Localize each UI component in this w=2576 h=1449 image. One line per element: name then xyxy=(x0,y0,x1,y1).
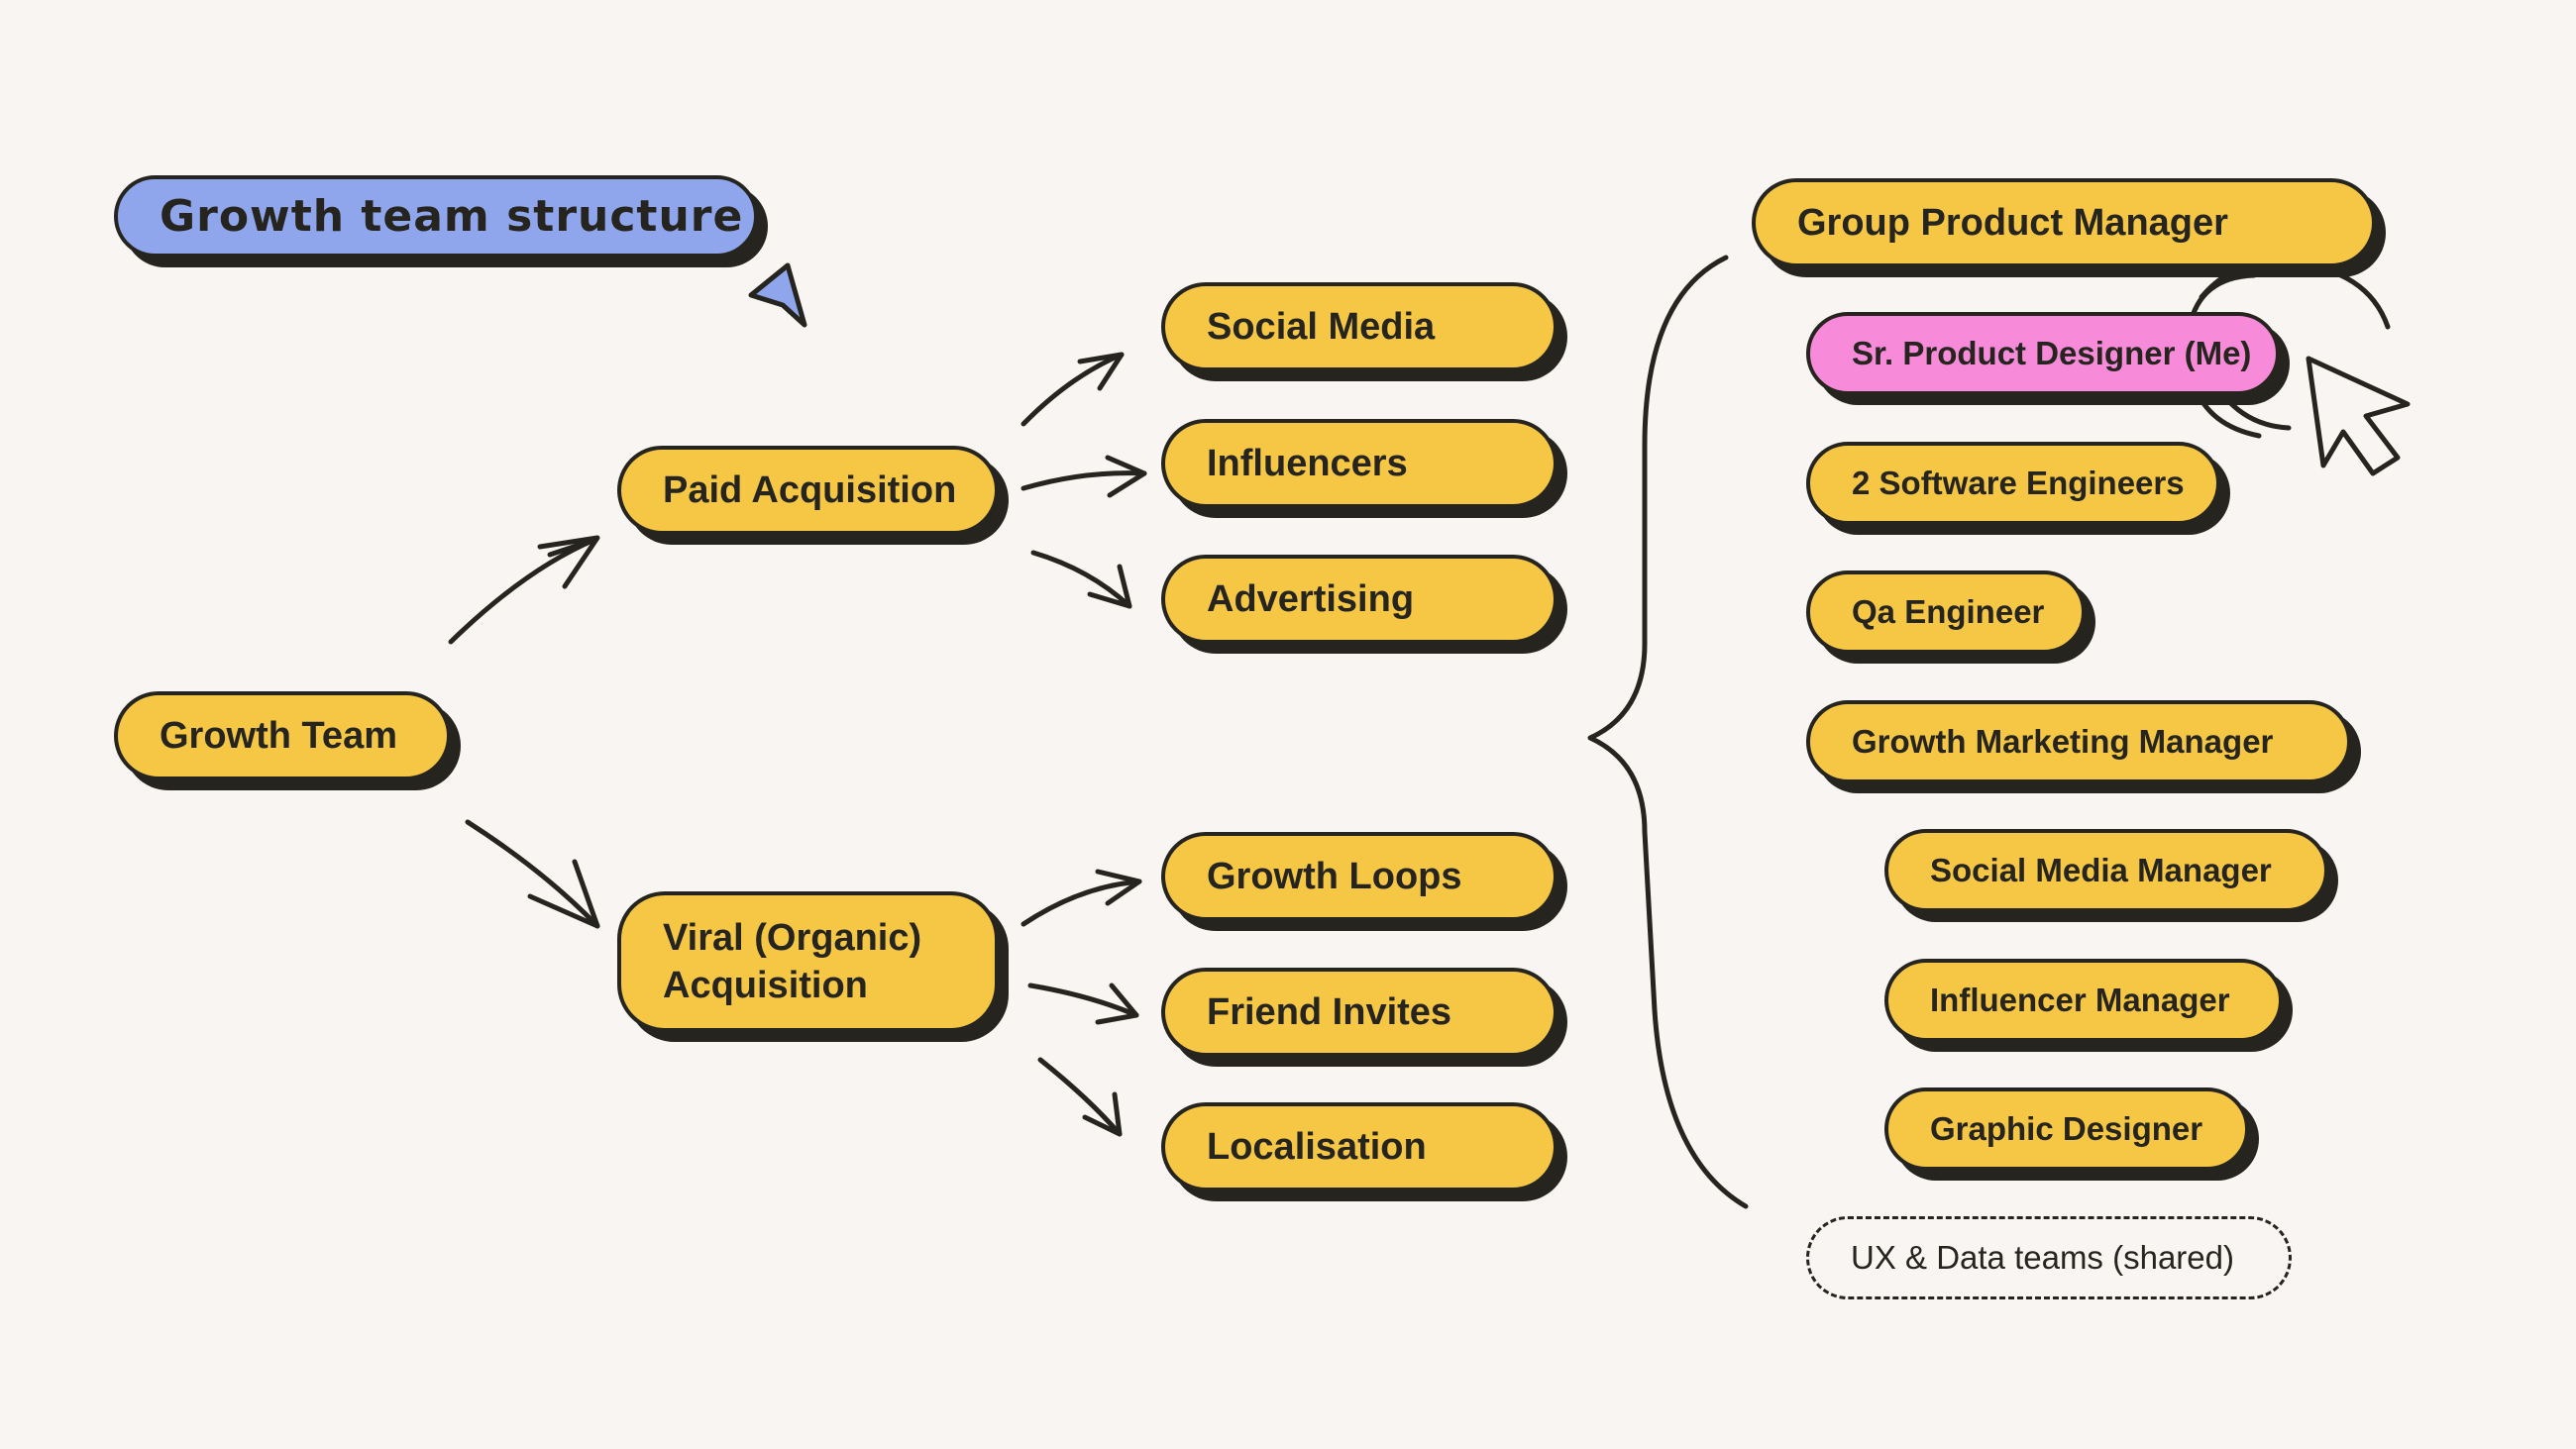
arrow-head xyxy=(537,535,600,589)
node-paid-acquisition: Paid Acquisition xyxy=(617,446,999,535)
arrow-head xyxy=(1082,1091,1123,1137)
arrow-head xyxy=(527,859,600,929)
node-growth-loops: Growth Loops xyxy=(1161,832,1557,921)
diagram-title: Growth team structure xyxy=(114,175,758,258)
role-growth-marketing-manager: Growth Marketing Manager xyxy=(1806,700,2351,783)
node-localisation: Localisation xyxy=(1161,1102,1557,1191)
node-advertising: Advertising xyxy=(1161,555,1557,644)
role-group-product-manager: Group Product Manager xyxy=(1752,178,2376,267)
arrow-viral-to-loops xyxy=(1020,879,1142,927)
role-social-media-manager: Social Media Manager xyxy=(1884,829,2328,912)
arrow-viral-to-localisation xyxy=(1037,1057,1123,1137)
arrow-head xyxy=(1095,983,1139,1025)
cursor-icon xyxy=(2306,356,2411,476)
node-social-media: Social Media xyxy=(1161,282,1557,371)
node-viral-acquisition-label: Viral (Organic) Acquisition xyxy=(663,917,922,1006)
role-qa-engineer: Qa Engineer xyxy=(1806,570,2086,654)
role-influencer-manager: Influencer Manager xyxy=(1884,959,2283,1042)
arrow-root-to-paid xyxy=(448,537,597,645)
arrow-head xyxy=(1095,869,1142,906)
node-viral-acquisition: Viral (Organic) Acquisition xyxy=(617,891,999,1032)
pointer-icon xyxy=(748,262,807,328)
role-sr-product-designer: Sr. Product Designer (Me) xyxy=(1806,312,2280,395)
click-ring-icon xyxy=(2221,393,2292,431)
node-influencers: Influencers xyxy=(1161,419,1557,508)
arrow-paid-to-social xyxy=(1020,352,1125,427)
arrow-paid-to-advertising xyxy=(1030,550,1132,609)
role-graphic-designer: Graphic Designer xyxy=(1884,1087,2249,1171)
role-shared-teams: UX & Data teams (shared) xyxy=(1806,1216,2292,1299)
arrow-root-to-viral xyxy=(465,819,600,929)
role-software-engineers: 2 Software Engineers xyxy=(1806,442,2220,525)
arrow-head xyxy=(1077,352,1125,391)
arrow-viral-to-invites xyxy=(1027,983,1139,1018)
arrow-paid-to-influencers xyxy=(1020,470,1147,491)
arrow-head xyxy=(1087,564,1132,609)
arrow-head xyxy=(1105,455,1147,498)
node-growth-team: Growth Team xyxy=(114,691,451,780)
node-friend-invites: Friend Invites xyxy=(1161,968,1557,1057)
curly-brace xyxy=(1587,255,1749,1209)
arrow-head xyxy=(547,537,597,558)
